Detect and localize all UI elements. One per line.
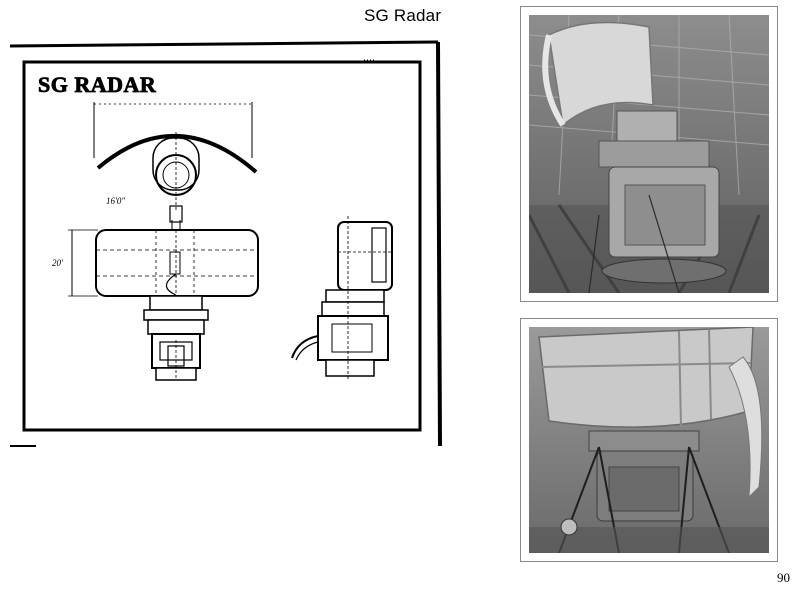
radar-photo-bottom [520, 318, 778, 562]
slide-title: SG Radar [364, 6, 442, 25]
dimension-width-label: 16'0" [106, 196, 126, 206]
page-number: 90 [777, 570, 790, 585]
dimension-height-label: 20' [52, 258, 63, 268]
drawing-heading: SG RADAR [38, 72, 157, 98]
sg-radar-drawing [8, 40, 444, 452]
radar-photo-top [520, 6, 778, 302]
